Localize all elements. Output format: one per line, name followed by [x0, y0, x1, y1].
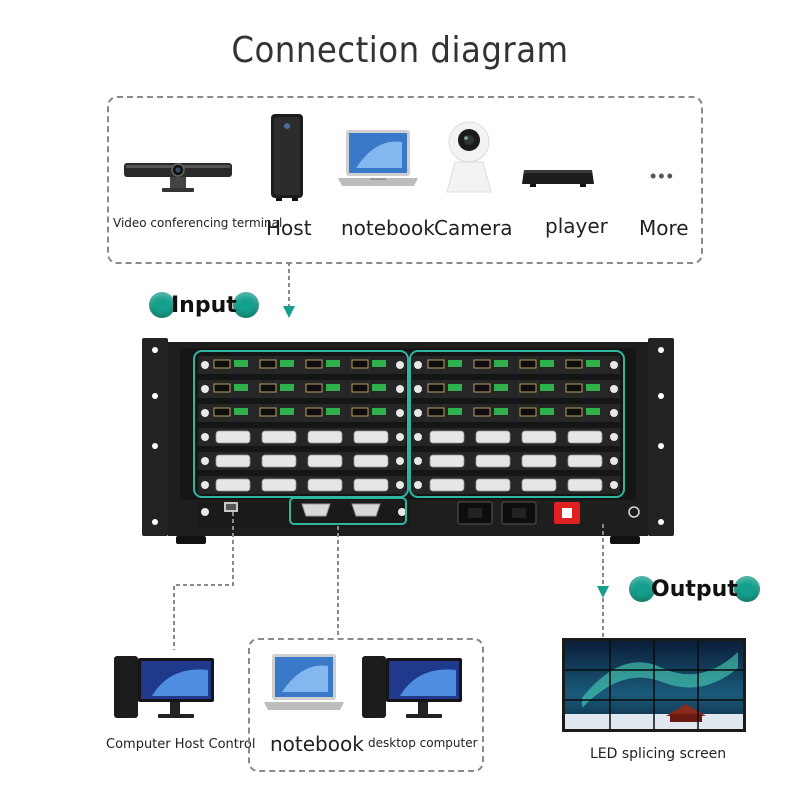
- player-icon: [522, 170, 594, 187]
- input-devices-box: [107, 96, 703, 264]
- badge-dot-right: [232, 292, 259, 318]
- badge-dot-left: [149, 292, 175, 318]
- control-devices-box: [248, 638, 484, 772]
- badge-dot-left: [629, 576, 655, 602]
- device-label-notebook: notebook: [341, 216, 435, 240]
- camera-icon: [446, 121, 492, 193]
- device-label-player: player: [545, 214, 608, 238]
- badge-dot-right: [733, 576, 760, 602]
- video-conferencing-terminal-icon: [124, 163, 232, 192]
- matrix-switcher-chassis: [142, 338, 674, 544]
- control-label-desktop: desktop computer: [368, 736, 478, 750]
- device-label-more: More: [639, 216, 689, 240]
- computer-host-control-icon: [114, 656, 214, 718]
- desktop-computer-icon: [362, 656, 462, 718]
- control-label-computer-host: Computer Host Control: [106, 737, 256, 752]
- control-label-notebook: notebook: [270, 732, 364, 756]
- output-label-badge: Output: [629, 576, 760, 602]
- led-splicing-screen-icon: [562, 638, 746, 732]
- device-label-host: Host: [266, 216, 312, 240]
- device-label-video-conferencing: Video conferencing terminal: [113, 216, 283, 230]
- page-title: Connection diagram: [231, 30, 569, 71]
- input-label-badge: Input: [149, 292, 259, 318]
- notebook-laptop-icon: [264, 654, 344, 710]
- notebook-laptop-icon: [338, 130, 418, 186]
- device-label-camera: Camera: [434, 216, 513, 240]
- output-label-text: Output: [651, 576, 738, 602]
- more-dots-icon: •••: [650, 166, 675, 186]
- host-tower-icon: [271, 114, 303, 201]
- input-label-text: Input: [171, 292, 237, 318]
- output-label-led-screen: LED splicing screen: [590, 746, 727, 762]
